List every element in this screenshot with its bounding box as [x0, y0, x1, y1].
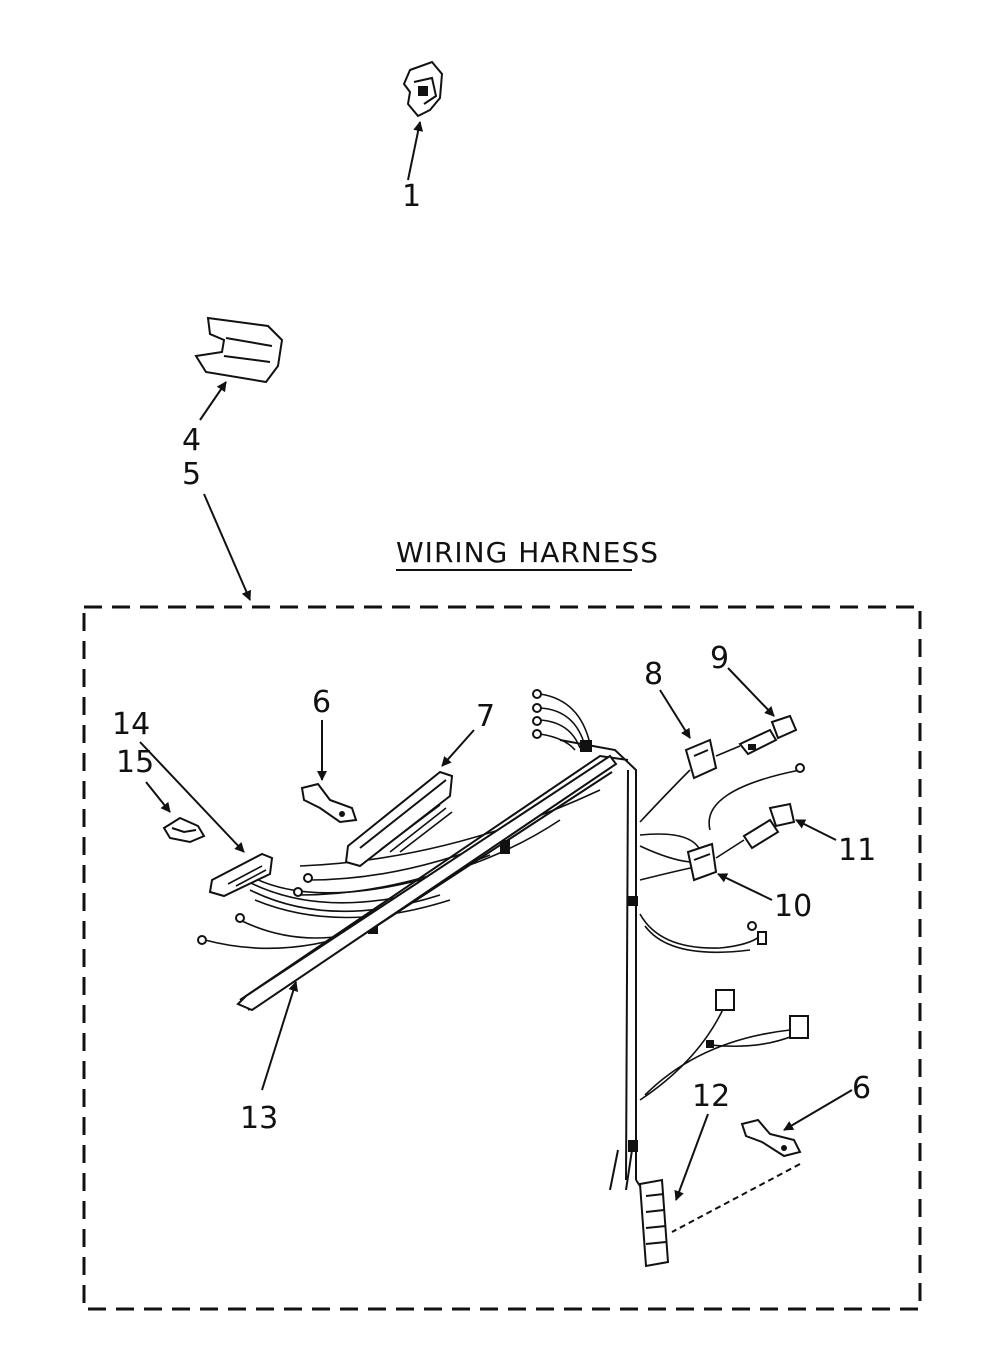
part-7-connector: [344, 770, 454, 868]
arrow-8: [659, 689, 691, 739]
arrow-4: [199, 381, 227, 421]
callout-12: 12: [692, 1079, 730, 1114]
part-13-strip: [236, 754, 618, 1012]
part-9-terminal: [715, 714, 798, 757]
arrow-9: [727, 667, 775, 717]
callout-6a: 6: [312, 685, 331, 720]
arrow-14: [139, 741, 245, 853]
callout-10: 10: [774, 889, 812, 924]
arrow-11: [795, 819, 837, 841]
part-6-clip-top: [300, 782, 358, 824]
callout-13: 13: [240, 1101, 278, 1136]
wiring-harness-main: [197, 689, 809, 1191]
clip-link-line: [671, 1163, 801, 1233]
arrow-12: [674, 1113, 709, 1201]
callout-6b: 6: [852, 1071, 871, 1106]
part-8-connector: [684, 738, 718, 780]
part-14-terminal-block: [208, 852, 274, 898]
arrow-15: [145, 781, 171, 813]
part-6-clip-bottom: [740, 1118, 802, 1158]
part-10-connector: [686, 842, 718, 882]
callout-11: 11: [838, 833, 876, 868]
arrow-7: [441, 729, 475, 767]
callout-9: 9: [710, 641, 729, 676]
callout-1: 1: [402, 179, 421, 214]
callout-14: 14: [112, 707, 150, 742]
callout-4: 4: [182, 423, 201, 458]
arrow-5: [203, 493, 252, 601]
part-12-connector: [635, 1178, 670, 1268]
diagram-title: WIRING HARNESS: [396, 536, 659, 569]
callout-7: 7: [476, 699, 495, 734]
part-11-terminal: [715, 802, 796, 859]
arrow-6-bottom: [783, 1089, 853, 1131]
harness-boundary-box: [82, 605, 922, 1311]
arrow-1: [407, 121, 424, 181]
arrow-10: [717, 873, 773, 901]
arrow-13: [261, 981, 299, 1091]
part-15-fastener: [162, 816, 206, 844]
part-1-clip: [402, 60, 444, 118]
part-4-5-bracket: [194, 316, 284, 384]
callout-8: 8: [644, 657, 663, 692]
callout-5: 5: [182, 457, 201, 492]
callout-15: 15: [116, 745, 154, 780]
